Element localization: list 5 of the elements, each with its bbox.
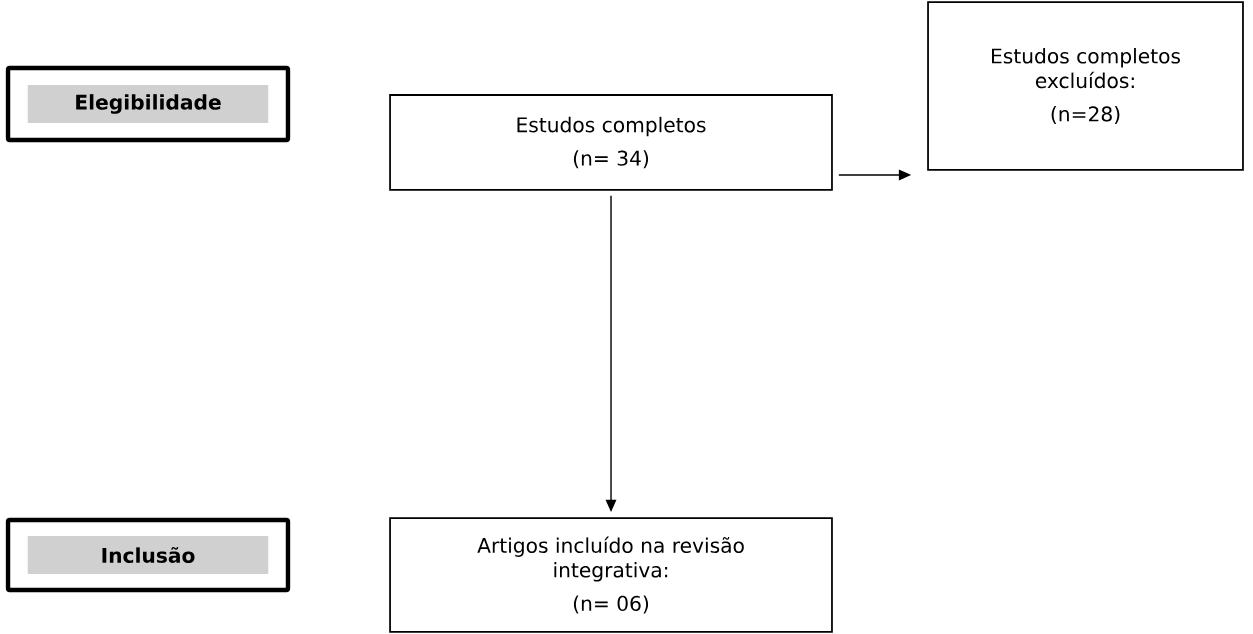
phase-box: Elegibilidade xyxy=(5,65,291,143)
process-box: Estudos completos (n= 34) xyxy=(389,94,833,191)
process-box: Estudos completos excluídos: (n=28) xyxy=(927,1,1244,171)
process-box: Artigos incluído na revisão integrativa: (n= 06) xyxy=(389,517,833,633)
phase-box: Inclusão xyxy=(5,517,291,593)
